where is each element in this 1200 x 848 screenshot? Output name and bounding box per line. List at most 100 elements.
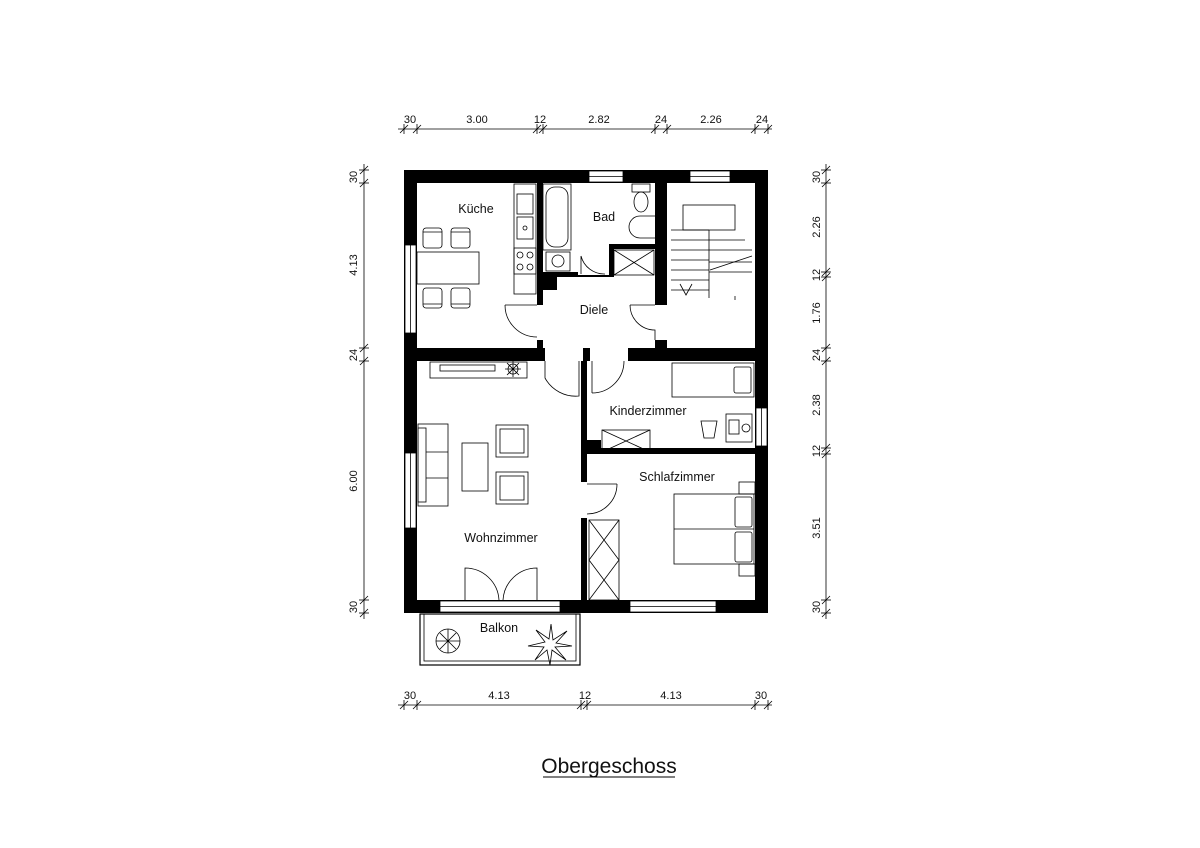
tv bbox=[439, 364, 496, 372]
dim-label: 30 bbox=[348, 171, 360, 183]
dim-label: 24 bbox=[756, 114, 768, 126]
dim-label: 30 bbox=[755, 690, 767, 702]
chair bbox=[450, 287, 471, 309]
wall-north bbox=[404, 170, 768, 183]
door-sleep bbox=[586, 483, 618, 515]
dining-table bbox=[416, 251, 480, 285]
dimension-left: 30 4.13 24 6.00 30 bbox=[348, 164, 369, 619]
sofa bbox=[417, 423, 449, 507]
dim-label: 2.82 bbox=[588, 114, 609, 126]
dim-label: 12 bbox=[811, 445, 823, 457]
dim-label: 1.76 bbox=[811, 302, 823, 323]
door-stair bbox=[629, 304, 656, 340]
door-kitchen bbox=[504, 304, 538, 338]
label-kueche: Küche bbox=[458, 202, 493, 216]
dim-label: 12 bbox=[579, 690, 591, 702]
chair bbox=[450, 227, 471, 249]
wardrobe-kids bbox=[601, 429, 651, 453]
wall-kitchen-bath bbox=[537, 183, 543, 354]
door-balcony-left bbox=[464, 567, 500, 601]
dim-label: 2.38 bbox=[811, 394, 823, 415]
dim-label: 30 bbox=[348, 601, 360, 613]
desk-chair bbox=[700, 420, 718, 439]
washing-machine bbox=[545, 251, 571, 272]
dimension-top: 30 3.00 12 2.82 24 2.26 24 bbox=[398, 114, 773, 134]
windows bbox=[404, 170, 768, 613]
dim-label: 12 bbox=[811, 269, 823, 281]
washbasin bbox=[628, 215, 655, 239]
balcony bbox=[419, 613, 581, 666]
dim-label: 2.26 bbox=[700, 114, 721, 126]
label-balkon: Balkon bbox=[480, 621, 518, 635]
dim-label: 3.51 bbox=[811, 517, 823, 538]
label-wohnzimmer: Wohnzimmer bbox=[464, 531, 537, 545]
plant-icon bbox=[527, 623, 573, 666]
dim-label: 30 bbox=[404, 114, 416, 126]
wall-kids-sleep bbox=[587, 448, 755, 454]
label-kinderzimmer: Kinderzimmer bbox=[609, 404, 686, 418]
shower-tray bbox=[613, 249, 655, 276]
staircase bbox=[671, 204, 753, 300]
label-bad: Bad bbox=[593, 210, 615, 224]
dim-label: 30 bbox=[404, 690, 416, 702]
chair bbox=[422, 287, 443, 309]
door-bath bbox=[580, 255, 606, 275]
wall-living-bedrooms bbox=[581, 361, 587, 600]
room-labels: Küche Bad Diele Kinderzimmer Schlafzimme… bbox=[458, 202, 715, 635]
plan-title: Obergeschoss bbox=[541, 755, 676, 778]
kitchen-sink bbox=[516, 193, 534, 215]
dim-label: 4.13 bbox=[348, 254, 360, 275]
stove bbox=[513, 247, 537, 275]
kitchen-sink-2 bbox=[516, 216, 534, 240]
toilet-bowl bbox=[633, 191, 649, 213]
label-schlafzimmer: Schlafzimmer bbox=[639, 470, 715, 484]
kitchen-counter bbox=[513, 183, 537, 295]
dim-label: 24 bbox=[811, 349, 823, 361]
dim-label: 12 bbox=[534, 114, 546, 126]
wall-east bbox=[755, 170, 768, 613]
door-openings bbox=[537, 250, 667, 518]
dim-label: 24 bbox=[655, 114, 667, 126]
dim-label: 6.00 bbox=[348, 470, 360, 491]
plant-icon bbox=[435, 628, 461, 654]
bathtub-inner bbox=[545, 186, 569, 248]
nightstand bbox=[738, 563, 756, 577]
doors bbox=[464, 255, 656, 601]
wardrobe-sleep bbox=[588, 519, 620, 601]
wall-shower-top bbox=[609, 244, 655, 249]
dim-label: 3.00 bbox=[466, 114, 487, 126]
dim-label: 30 bbox=[811, 601, 823, 613]
wall-west bbox=[404, 170, 417, 613]
chair bbox=[422, 227, 443, 249]
dim-label: 24 bbox=[348, 349, 360, 361]
dim-label: 4.13 bbox=[488, 690, 509, 702]
toilet-tank bbox=[631, 183, 651, 193]
armchair bbox=[495, 471, 529, 505]
walls bbox=[404, 170, 768, 613]
coffee-table bbox=[461, 442, 489, 492]
wall-bath-hall-left bbox=[543, 272, 578, 277]
desk bbox=[725, 413, 753, 443]
kids-bed bbox=[671, 362, 755, 398]
wall-chimney-2 bbox=[587, 440, 601, 454]
dimension-right: 30 2.26 12 1.76 24 2.38 12 3.51 30 bbox=[811, 164, 831, 619]
armchair bbox=[495, 424, 529, 458]
door-kids bbox=[591, 360, 625, 394]
dim-label: 2.26 bbox=[811, 216, 823, 237]
label-diele: Diele bbox=[580, 303, 609, 317]
wall-mid bbox=[417, 348, 755, 361]
nightstand bbox=[738, 481, 756, 495]
dim-label: 4.13 bbox=[660, 690, 681, 702]
furniture bbox=[416, 183, 756, 601]
wall-shower-side bbox=[609, 244, 614, 277]
pillow bbox=[733, 366, 752, 394]
pillow bbox=[734, 531, 753, 563]
pillow bbox=[734, 496, 753, 528]
bathtub bbox=[542, 183, 572, 251]
door-balcony-right bbox=[502, 567, 538, 601]
dim-label: 30 bbox=[811, 171, 823, 183]
dimension-bottom: 30 4.13 12 4.13 30 bbox=[398, 690, 773, 710]
sideboard bbox=[429, 361, 528, 379]
door-living bbox=[544, 361, 580, 397]
